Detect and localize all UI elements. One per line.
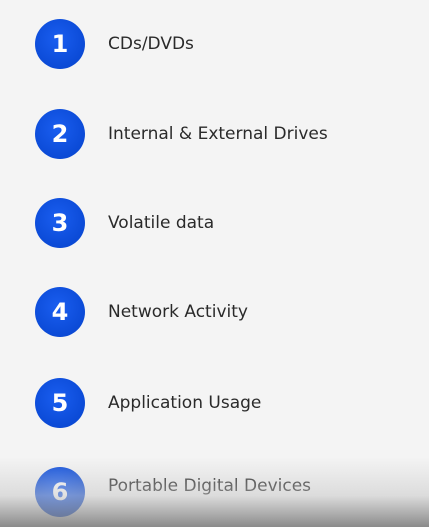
number-badge-3: 3: [35, 198, 85, 248]
list-item-label-1: CDs/DVDs: [108, 34, 194, 54]
list-item-label-3: Volatile data: [108, 213, 215, 233]
list-item-label-2: Internal & External Drives: [108, 124, 328, 144]
number-badge-2: 2: [35, 109, 85, 159]
list-item-5: 5 Application Usage: [0, 378, 429, 430]
list-item-label-6: Portable Digital Devices: [108, 476, 312, 496]
list-item-1: 1 CDs/DVDs: [0, 19, 429, 71]
number-badge-1: 1: [35, 19, 85, 69]
list-item-label-4: Network Activity: [108, 302, 248, 322]
number-badge-5: 5: [35, 378, 85, 428]
number-badge-4: 4: [35, 287, 85, 337]
number-badge-6: 6: [35, 467, 85, 517]
list-item-6: 6 Portable Digital Devices: [0, 467, 429, 519]
list-item-label-5: Application Usage: [108, 393, 262, 413]
list-item-2: 2 Internal & External Drives: [0, 109, 429, 161]
list-item-4: 4 Network Activity: [0, 287, 429, 339]
list-item-3: 3 Volatile data: [0, 198, 429, 250]
